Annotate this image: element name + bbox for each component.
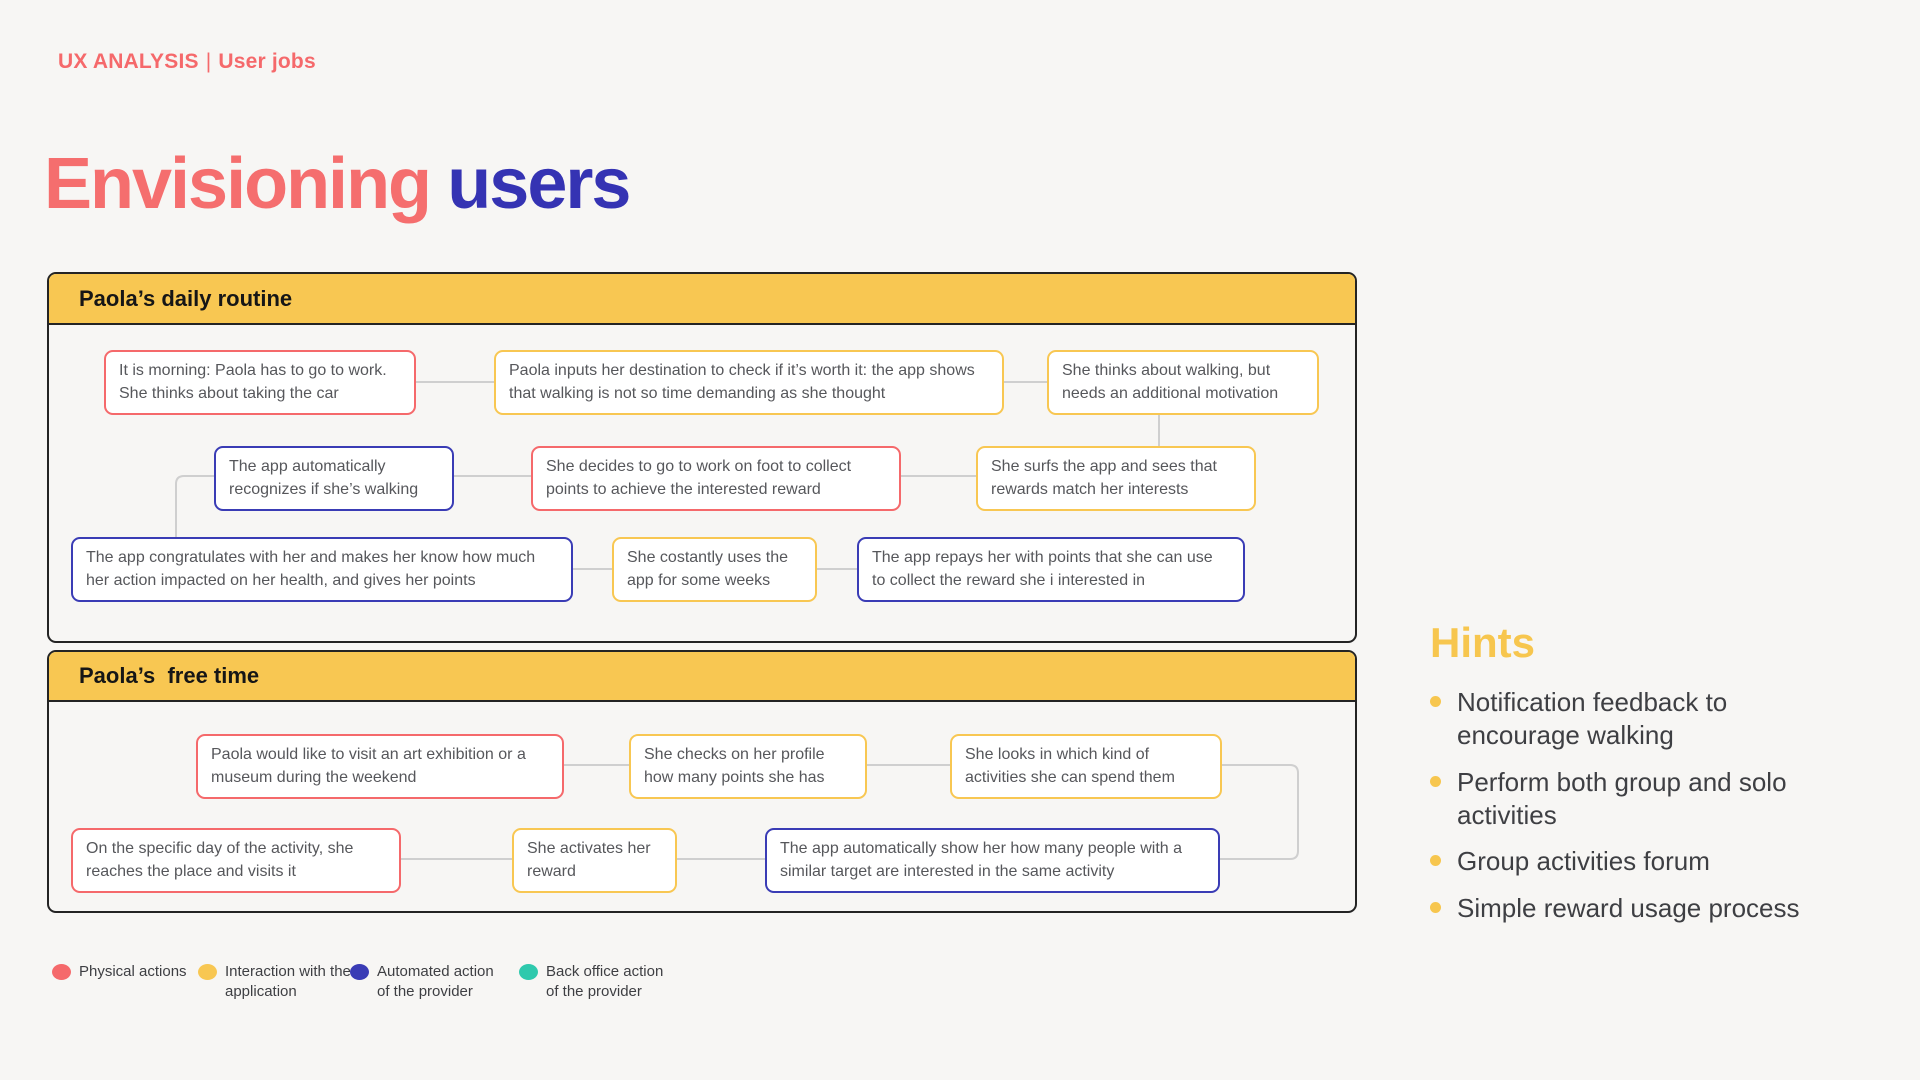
hints-title: Hints [1430, 619, 1535, 666]
bullet-icon [1430, 696, 1441, 708]
breadcrumb-separator: | [205, 50, 212, 73]
flow-node-interaction: She surfs the app and sees that rewards … [976, 446, 1256, 512]
legend-label: Interaction with the application [225, 963, 351, 1000]
legend-label: Physical actions [79, 963, 187, 980]
flow-node-automated: The app congratulates with her and makes… [71, 537, 573, 603]
flow-node-physical: She decides to go to work on foot to col… [531, 446, 901, 512]
title-accent: Envisioning [44, 144, 432, 224]
panel-title: Paola’s daily routine [79, 285, 293, 311]
hint-text: Group activities forum [1457, 846, 1710, 877]
legend-item-physical: Physical actions [52, 962, 187, 982]
flow-node-text: The app automatically recognizes if she’… [229, 458, 419, 498]
flow-node-automated: The app repays her with points that she … [857, 537, 1245, 603]
flow-node-text: She thinks about walking, but needs an a… [1062, 362, 1279, 402]
flow-node-text: It is morning: Paola has to go to work. … [119, 362, 387, 402]
hint-item: Perform both group and solo activities [1430, 766, 1829, 833]
legend-dot-backoffice [519, 964, 538, 980]
panel-header: Paola’s free time [49, 652, 1355, 702]
bullet-icon [1430, 855, 1441, 867]
flow-node-interaction: She checks on her profile how many point… [629, 734, 867, 800]
flow-node-interaction: She activates her reward [512, 828, 677, 894]
breadcrumb-brand: UX ANALYSIS [58, 50, 199, 73]
flow-node-text: She activates her reward [527, 840, 651, 880]
hint-item: Notification feedback to encourage walki… [1430, 686, 1829, 753]
panel-title: Paola’s free time [79, 663, 260, 688]
hint-item: Simple reward usage process [1430, 892, 1829, 925]
flow-node-text: She costantly uses the app for some week… [627, 549, 788, 589]
flow-node-physical: It is morning: Paola has to go to work. … [104, 350, 416, 416]
flow-node-text: The app automatically show her how many … [780, 840, 1182, 880]
flow-node-text: She decides to go to work on foot to col… [546, 458, 852, 498]
flow-node-automated: The app automatically recognizes if she’… [214, 446, 454, 512]
legend-label: Automated action of the provider [377, 963, 494, 1000]
legend-dot-physical [52, 964, 71, 980]
legend-label: Back office action of the provider [546, 963, 664, 1000]
hint-item: Group activities forum [1430, 845, 1829, 878]
hints-panel: Hints Notification feedback to encourage… [1430, 619, 1830, 938]
legend-item-interaction: Interaction with the application [198, 962, 355, 1002]
flow-node-automated: The app automatically show her how many … [765, 828, 1220, 894]
flow-node-text: She surfs the app and sees that rewards … [991, 458, 1217, 498]
hints-list: Notification feedback to encourage walki… [1430, 686, 1830, 925]
flow-node-text: She looks in which kind of activities sh… [965, 746, 1175, 786]
hint-text: Notification feedback to encourage walki… [1457, 687, 1728, 751]
legend-dot-automated [350, 964, 369, 980]
hint-text: Perform both group and solo activities [1457, 766, 1787, 830]
legend-item-automated: Automated action of the provider [350, 962, 507, 1002]
flow-node-text: Paola inputs her destination to check if… [509, 362, 975, 402]
title-secondary: users [447, 144, 631, 224]
breadcrumb: UX ANALYSIS | User jobs [58, 50, 316, 74]
breadcrumb-section: User jobs [218, 50, 316, 73]
legend-dot-interaction [198, 964, 217, 980]
flow-node-interaction: Paola inputs her destination to check if… [494, 350, 1004, 416]
flow-node-physical: On the specific day of the activity, she… [71, 828, 401, 894]
flow-node-text: The app repays her with points that she … [872, 549, 1213, 589]
flow-node-text: The app congratulates with her and makes… [86, 549, 536, 589]
panel-header: Paola’s daily routine [49, 274, 1355, 325]
flow-node-interaction: She costantly uses the app for some week… [612, 537, 817, 603]
flow-node-text: On the specific day of the activity, she… [86, 840, 354, 880]
flow-node-interaction: She looks in which kind of activities sh… [950, 734, 1222, 800]
legend: Physical actions Interaction with the app… [0, 962, 1920, 1022]
flow-node-interaction: She thinks about walking, but needs an a… [1047, 350, 1319, 416]
bullet-icon [1430, 901, 1441, 913]
bullet-icon [1430, 775, 1441, 787]
panel-free-time: Paola’s free time [47, 650, 1357, 913]
flow-node-text: Paola would like to visit an art exhibit… [211, 746, 526, 786]
legend-item-backoffice: Back office action of the provider [519, 962, 676, 1002]
flow-node-physical: Paola would like to visit an art exhibit… [196, 734, 564, 800]
panel-daily-routine: Paola’s daily routine [47, 272, 1357, 643]
hint-text: Simple reward usage process [1457, 892, 1800, 923]
flow-node-text: She checks on her profile how many point… [644, 746, 825, 786]
